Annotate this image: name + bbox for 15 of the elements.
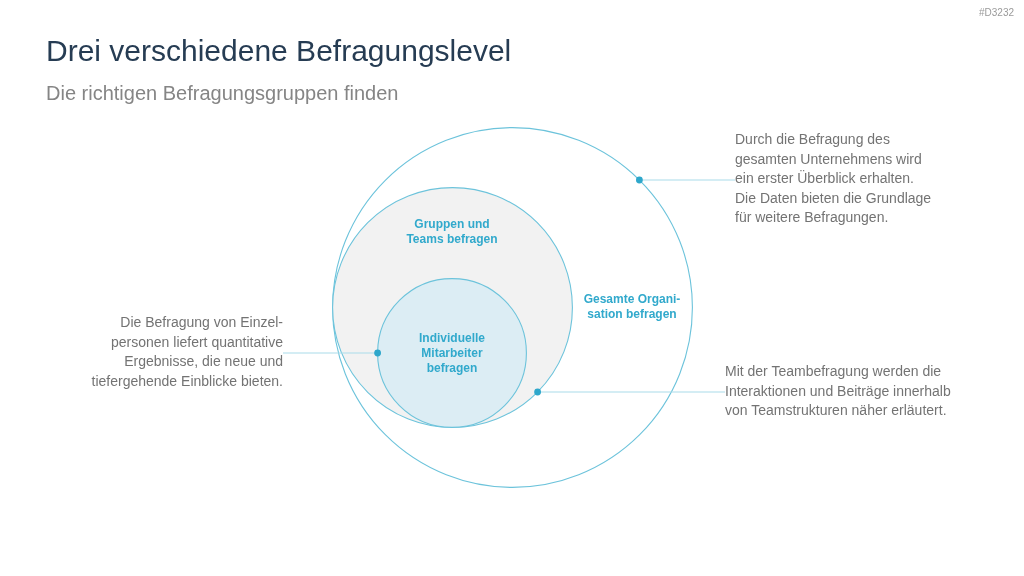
circle-label: Gesamte Organi- sation befragen: [582, 292, 682, 322]
leader-line: [534, 388, 726, 396]
description-text: Die Befragung von Einzel- personen liefert quantitative Ergebnisse, die neue und tiefergehende Einblicke bieten.: [78, 313, 283, 392]
circle-label: Gruppen und Teams befragen: [405, 217, 499, 247]
title: Drei verschiedene Befragungslevel: [46, 33, 512, 69]
inner-circle: [377, 278, 527, 428]
reference-code: #D3232: [978, 7, 1014, 19]
middle-circle: [332, 187, 573, 428]
leader-line: [282, 349, 381, 357]
description-text: Durch die Befragung des gesamten Unternehmens wird ein erster Überblick erhalten. Die Daten bieten die Grundlage für weitere Befragungen.: [735, 130, 935, 228]
outer-circle: [332, 127, 693, 488]
subtitle: Die richtigen Befragungsgruppen finden: [46, 81, 399, 106]
leader-line: [636, 176, 736, 184]
circle-label: Individuelle Mitarbeiter befragen: [418, 330, 486, 376]
description-text: Mit der Teambefragung werden die Interaktionen und Beiträge innerhalb von Teamstrukturen näher erläutert.: [725, 362, 975, 421]
